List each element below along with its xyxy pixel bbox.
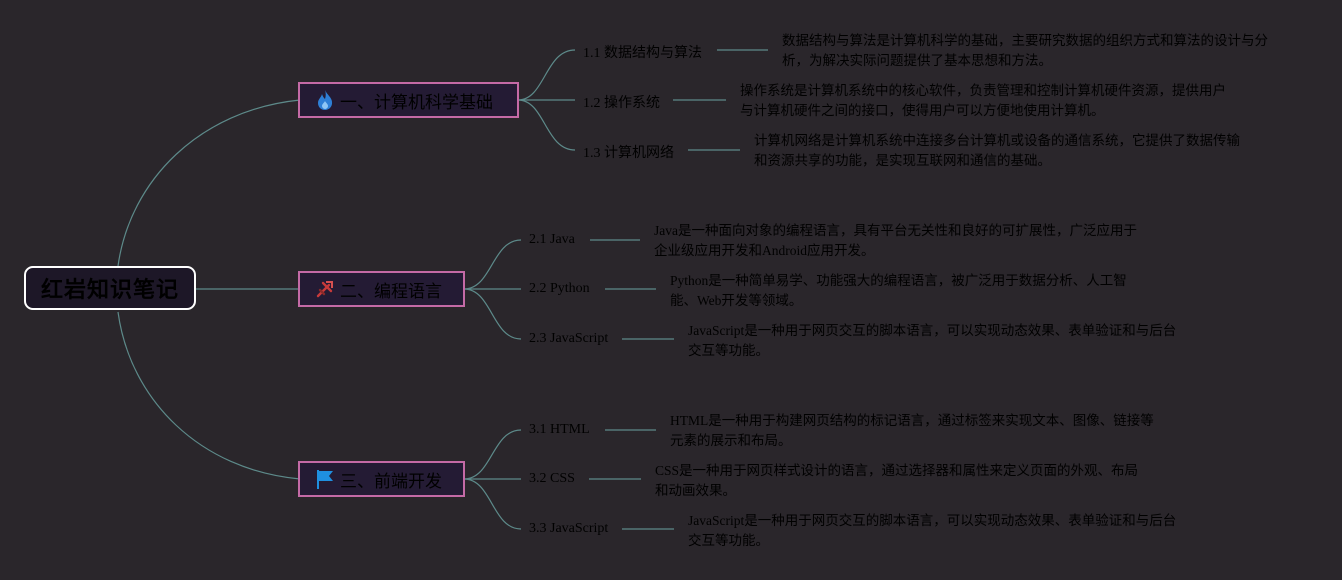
topic-label[interactable]: 3.2 CSS [529,471,575,486]
branch-label: 一、计算机科学基础 [340,92,493,113]
topic-label[interactable]: 1.2 操作系统 [583,96,660,111]
topic-description: 操作系统是计算机系统中的核心软件，负责管理和控制计算机硬件资源，提供用户与计算机… [740,83,1226,118]
topic-label[interactable]: 1.1 数据结构与算法 [583,46,702,61]
topic-label[interactable]: 2.1 Java [529,232,575,247]
connector-root-branch1 [117,99,301,267]
root-label: 红岩知识笔记 [40,278,179,303]
topic-description: 计算机网络是计算机系统中连接多台计算机或设备的通信系统，它提供了数据传输和资源共… [754,133,1240,168]
branch-node-programming-languages[interactable]: 二、编程语言 [298,271,465,307]
topic-description: Java是一种面向对象的编程语言，具有平台无关性和良好的可扩展性，广泛应用于企业… [654,223,1137,258]
branch-node-frontend-dev[interactable]: 三、前端开发 [298,461,465,497]
fire-icon [314,89,336,111]
hammer-pick-icon [314,278,336,300]
branch-label: 二、编程语言 [340,281,442,302]
topic-label[interactable]: 3.3 JavaScript [529,521,609,536]
topic-description: JavaScript是一种用于网页交互的脚本语言，可以实现动态效果、表单验证和与… [688,513,1177,548]
connector-root-branch3 [117,311,301,480]
branch-node-cs-basics[interactable]: 一、计算机科学基础 [298,82,519,118]
topic-description: HTML是一种用于构建网页结构的标记语言，通过标签来实现文本、图像、链接等元素的… [670,413,1154,448]
topic-label[interactable]: 1.3 计算机网络 [583,146,674,161]
flag-icon [314,468,336,490]
topic-label[interactable]: 2.3 JavaScript [529,331,609,346]
topic-description: JavaScript是一种用于网页交互的脚本语言，可以实现动态效果、表单验证和与… [688,323,1177,358]
branch-label: 三、前端开发 [340,471,442,492]
topic-description: CSS是一种用于网页样式设计的语言，通过选择器和属性来定义页面的外观、布局和动画… [655,463,1139,498]
topic-description: Python是一种简单易学、功能强大的编程语言，被广泛用于数据分析、人工智能、W… [670,273,1127,308]
topic-label[interactable]: 2.2 Python [529,281,590,296]
topic-label[interactable]: 3.1 HTML [529,422,590,437]
topic-description: 数据结构与算法是计算机科学的基础，主要研究数据的组织方式和算法的设计与分析，为解… [782,33,1268,68]
root-node[interactable]: 红岩知识笔记 [24,266,196,310]
